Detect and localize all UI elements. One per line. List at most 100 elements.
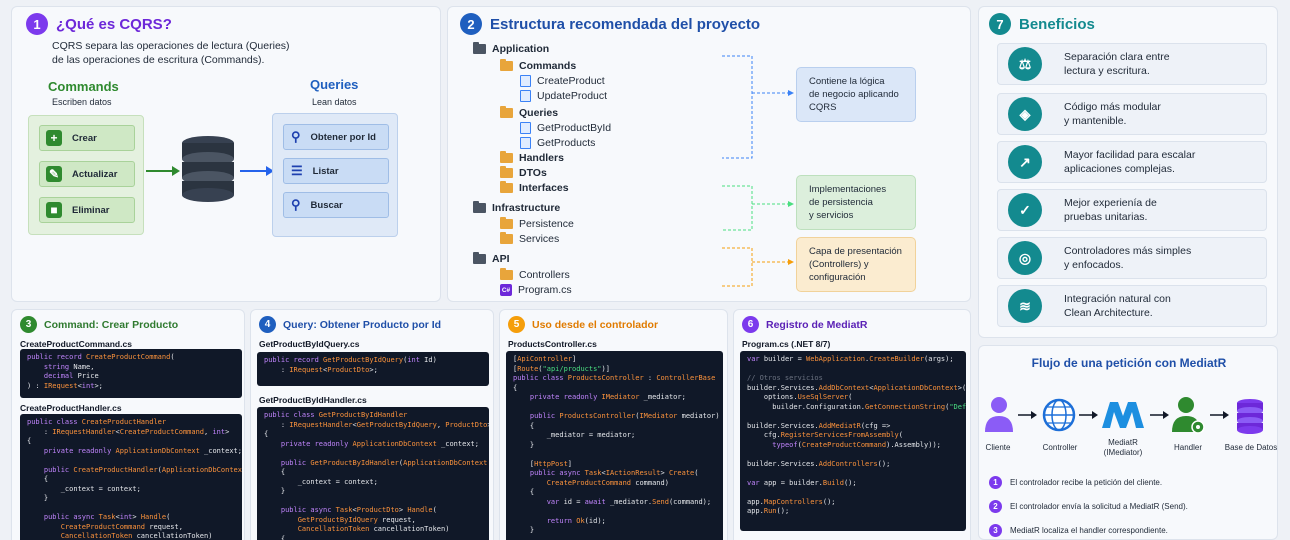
benefit-item: ✓Mejor experienía de pruebas unitarias.	[997, 189, 1267, 231]
search-icon: ⚲	[291, 197, 301, 212]
file-icon	[520, 122, 531, 134]
arrow-icon	[1150, 411, 1169, 419]
tree-item-createproduct[interactable]: CreateProduct	[520, 75, 605, 87]
cqrs-description: CQRS separa las operaciones de lectura (…	[52, 40, 290, 66]
code-block: var builder = WebApplication.CreateBuild…	[740, 351, 966, 531]
file-name: ProductsController.cs	[508, 339, 597, 349]
database-icon	[1237, 399, 1263, 434]
section-4-header: 4 Query: Obtener Producto por Id	[259, 316, 441, 333]
handler-user-gear-icon	[1172, 397, 1205, 434]
queries-title: Queries	[310, 77, 359, 92]
file-icon	[520, 137, 531, 149]
folder-icon	[500, 217, 513, 229]
folder-icon	[500, 232, 513, 244]
csharp-file-icon: C#	[500, 284, 512, 296]
code-block: public record GetProductByIdQuery(int Id…	[257, 352, 489, 386]
folder-icon	[473, 42, 486, 54]
flow-node-mediatr: MediatR (IMediator)	[1103, 438, 1143, 457]
section-title: Estructura recomendada del proyecto	[490, 15, 761, 33]
benefit-item: ◎Controladores más simples y enfocados.	[997, 237, 1267, 279]
database-icon	[182, 136, 234, 202]
folder-icon	[500, 181, 513, 193]
folder-icon	[473, 201, 486, 213]
file-icon	[520, 90, 531, 102]
create-command-button[interactable]: +Crear	[39, 125, 135, 151]
tree-folder-queries[interactable]: Queries	[500, 106, 558, 119]
tree-item-program-cs[interactable]: C#Program.cs	[500, 284, 572, 296]
section-title: Beneficios	[1019, 15, 1095, 33]
api-layer-note: Capa de presentación (Controllers) y con…	[796, 237, 916, 292]
tree-item-getproducts[interactable]: GetProducts	[520, 137, 595, 149]
tree-folder-dtos[interactable]: DTOs	[500, 166, 547, 179]
benefit-item: ≋Integración natural con Clean Architect…	[997, 285, 1267, 327]
tree-item-updateproduct[interactable]: UpdateProduct	[520, 90, 607, 102]
update-command-button[interactable]: ✎Actualizar	[39, 161, 135, 187]
mediatr-logo-icon	[1102, 402, 1144, 428]
tree-item-getproductbyid[interactable]: GetProductById	[520, 122, 611, 134]
folder-icon	[500, 106, 513, 118]
controller-code-panel: 5 Uso desde el controlador ProductsContr…	[499, 309, 728, 540]
green-arrow	[146, 166, 180, 176]
section-title: Registro de MediatR	[766, 318, 868, 331]
queries-box: ⚲Obtener por Id ☰Listar ⚲Buscar	[272, 113, 398, 237]
flow-node-base-de-datos: Base de Datos	[1224, 443, 1278, 452]
scales-icon: ⚖	[1008, 47, 1042, 81]
flow-node-handler: Handler	[1173, 443, 1202, 452]
benefit-item: ↗Mayor facilidad para escalar aplicacion…	[997, 141, 1267, 183]
tree-folder-handlers[interactable]: Handlers	[500, 151, 564, 164]
commands-title: Commands	[48, 79, 119, 94]
folder-icon	[500, 59, 513, 71]
section-number: 1	[26, 13, 48, 35]
mediatr-flow-panel: Flujo de una petición con MediatR	[978, 345, 1278, 540]
blue-arrow	[240, 166, 274, 176]
section-title: Query: Obtener Producto por Id	[283, 318, 442, 331]
flow-node-cliente: Cliente	[985, 443, 1011, 452]
list-query-button[interactable]: ☰Listar	[283, 158, 389, 184]
cqrs-intro-panel: 1 ¿Qué es CQRS? CQRS separa las operacio…	[11, 6, 441, 302]
benefit-item: ⚖Separación clara entre lectura y escrit…	[997, 43, 1267, 85]
tree-folder-commands[interactable]: Commands	[500, 59, 576, 72]
target-icon: ◎	[1008, 241, 1042, 275]
delete-command-button[interactable]: ■Eliminar	[39, 197, 135, 223]
layers-icon: ≋	[1008, 289, 1042, 323]
section-6-header: 6 Registro de MediatR	[742, 316, 868, 333]
file-icon	[520, 75, 531, 87]
code-block: public record CreateProductCommand( stri…	[20, 349, 242, 398]
file-name: GetProductByIdHandler.cs	[259, 395, 367, 405]
tree-folder-api[interactable]: API	[473, 252, 510, 265]
folder-icon	[500, 268, 513, 280]
section-title: Uso desde el controlador	[532, 318, 659, 331]
flow-node-controller: Controller	[1042, 443, 1078, 452]
tree-folder-interfaces[interactable]: Interfaces	[500, 181, 569, 194]
folder-icon	[473, 252, 486, 264]
get-by-id-query-button[interactable]: ⚲Obtener por Id	[283, 124, 389, 150]
tree-folder-application[interactable]: Application	[473, 42, 549, 55]
mediatr-registration-panel: 6 Registro de MediatR Program.cs (.NET 8…	[733, 309, 971, 540]
file-name: CreateProductHandler.cs	[20, 403, 122, 413]
bracket-connectors	[722, 55, 794, 287]
cube-icon: ◈	[1008, 97, 1042, 131]
tree-folder-controllers[interactable]: Controllers	[500, 268, 570, 281]
code-block: public class GetProductByIdHandler : IRe…	[257, 407, 489, 540]
tree-folder-persistence[interactable]: Persistence	[500, 217, 574, 230]
tree-folder-infrastructure[interactable]: Infrastructure	[473, 201, 560, 214]
folder-icon	[500, 151, 513, 163]
section-title: ¿Qué es CQRS?	[56, 15, 172, 33]
tree-folder-services[interactable]: Services	[500, 232, 559, 245]
section-3-header: 3 Command: Crear Producto	[20, 316, 178, 333]
search-query-button[interactable]: ⚲Buscar	[283, 192, 389, 218]
growth-chart-icon: ↗	[1008, 145, 1042, 179]
folder-icon	[500, 166, 513, 178]
file-name: Program.cs (.NET 8/7)	[742, 339, 831, 349]
user-icon	[985, 397, 1013, 432]
list-icon: ☰	[291, 163, 303, 178]
file-name: CreateProductCommand.cs	[20, 339, 132, 349]
arrow-icon	[1210, 411, 1229, 419]
commands-box: +Crear ✎Actualizar ■Eliminar	[28, 115, 144, 235]
trash-icon: ■	[46, 202, 62, 218]
benefit-item: ◈Código más modular y mantenible.	[997, 93, 1267, 135]
infrastructure-layer-note: Implementaciones de persistencia y servi…	[796, 175, 916, 230]
